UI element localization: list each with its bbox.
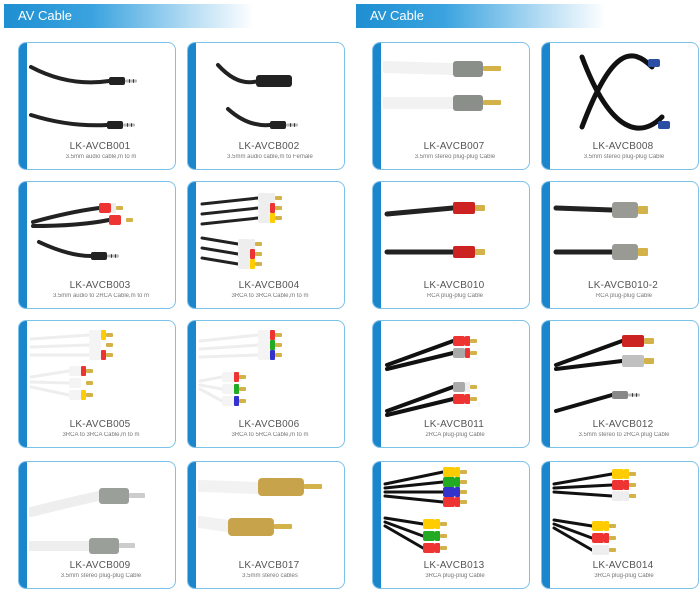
section-header-right: AV Cable <box>356 4 606 28</box>
product-description: 3RCA plug-plug Cable <box>425 573 485 579</box>
cable-product-image <box>552 469 636 555</box>
product-description: 3RCA to 5RCA Cable,m to m <box>231 432 309 438</box>
cable-product-image <box>216 63 298 129</box>
product-description: 3RCA to 3RCA Cable,m to m <box>62 432 140 438</box>
product-description: 3.5mm stereo cables <box>242 573 298 579</box>
product-description: RCA plug-plug Cable <box>595 293 653 299</box>
product-model: LK-AVCB014 <box>592 560 654 571</box>
product-model: LK-AVCB007 <box>423 141 485 152</box>
product-description: 3RCA to 3RCA Cable,m to m <box>231 293 309 299</box>
card-accent-bar <box>373 182 381 308</box>
product-description: RCA plug-plug Cable <box>426 293 484 299</box>
product-card[interactable]: LK-AVCB014 3RCA plug-plug Cable <box>541 461 699 589</box>
product-model: LK-AVCB003 <box>69 280 131 291</box>
product-card[interactable]: LK-AVCB013 3RCA plug-plug Cable <box>372 461 530 589</box>
product-model: LK-AVCB010-2 <box>587 280 659 291</box>
product-description: 3.5mm stereo to 2RCA plug Cable <box>578 432 670 438</box>
product-card[interactable]: LK-AVCB003 3.5mm audio to 2RCA Cable,m to… <box>18 181 176 309</box>
product-description: 3.5mm audio cable,m to m <box>65 154 137 160</box>
product-card[interactable]: LK-AVCB004 3RCA to 3RCA Cable,m to m <box>187 181 345 309</box>
product-model: LK-AVCB010 <box>423 280 485 291</box>
card-accent-bar <box>542 43 550 169</box>
product-model: LK-AVCB017 <box>238 560 300 571</box>
product-card[interactable]: LK-AVCB002 3.5mm audio cable,m to Female <box>187 42 345 170</box>
cable-product-image <box>383 61 501 111</box>
card-accent-bar <box>19 462 27 588</box>
cable-product-image <box>385 336 477 417</box>
cable-product-image <box>198 330 282 406</box>
cable-product-image <box>29 330 113 400</box>
product-model: LK-AVCB011 <box>424 419 484 430</box>
product-model: LK-AVCB002 <box>238 141 300 152</box>
card-accent-bar <box>19 43 27 169</box>
product-model: LK-AVCB012 <box>592 419 654 430</box>
cable-product-image <box>200 193 282 269</box>
section-header-left: AV Cable <box>4 4 254 28</box>
card-accent-bar <box>373 43 381 169</box>
product-model: LK-AVCB008 <box>592 141 654 152</box>
product-model: LK-AVCB001 <box>69 141 131 152</box>
product-card[interactable]: LK-AVCB001 3.5mm audio cable,m to m <box>18 42 176 170</box>
card-accent-bar <box>373 462 381 588</box>
product-card[interactable]: LK-AVCB012 3.5mm stereo to 2RCA plug Cabl… <box>541 320 699 448</box>
product-card[interactable]: LK-AVCB017 3.5mm stereo cables <box>187 461 345 589</box>
cable-product-image <box>384 202 485 258</box>
product-card[interactable]: LK-AVCB011 2RCA plug-plug Cable <box>372 320 530 448</box>
product-model: LK-AVCB005 <box>69 419 131 430</box>
card-accent-bar <box>542 321 550 447</box>
product-card[interactable]: LK-AVCB007 3.5mm stereo plug-plug Cable <box>372 42 530 170</box>
cable-product-image <box>383 467 467 553</box>
product-description: 3.5mm stereo plug-plug Cable <box>60 573 142 579</box>
cable-product-image <box>554 335 654 413</box>
card-accent-bar <box>188 462 196 588</box>
product-card[interactable]: LK-AVCB006 3RCA to 5RCA Cable,m to m <box>187 320 345 448</box>
card-accent-bar <box>373 321 381 447</box>
product-card[interactable]: LK-AVCB005 3RCA to 3RCA Cable,m to m <box>18 320 176 448</box>
product-description: 3.5mm stereo plug-plug Cable <box>414 154 496 160</box>
cable-product-image <box>29 488 145 554</box>
card-accent-bar <box>542 182 550 308</box>
product-card[interactable]: LK-AVCB009 3.5mm stereo plug-plug Cable <box>18 461 176 589</box>
card-accent-bar <box>188 43 196 169</box>
product-description: 3.5mm audio cable,m to Female <box>227 154 313 160</box>
product-description: 3.5mm stereo plug-plug Cable <box>583 154 665 160</box>
card-accent-bar <box>188 182 196 308</box>
product-description: 3.5mm audio to 2RCA Cable,m to m <box>52 293 150 299</box>
cable-product-image <box>579 53 670 131</box>
product-card[interactable]: LK-AVCB008 3.5mm stereo plug-plug Cable <box>541 42 699 170</box>
product-model: LK-AVCB004 <box>238 280 300 291</box>
card-accent-bar <box>542 462 550 588</box>
cable-product-image <box>29 65 137 129</box>
cable-product-image <box>31 203 133 260</box>
card-accent-bar <box>19 182 27 308</box>
card-accent-bar <box>188 321 196 447</box>
product-description: 2RCA plug-plug Cable <box>425 432 485 438</box>
product-description: 3RCA plug-plug Cable <box>594 573 654 579</box>
cable-product-image <box>198 478 322 536</box>
product-model: LK-AVCB009 <box>69 560 131 571</box>
product-model: LK-AVCB013 <box>423 560 485 571</box>
cable-product-image <box>553 202 648 260</box>
card-accent-bar <box>19 321 27 447</box>
product-model: LK-AVCB006 <box>238 419 300 430</box>
